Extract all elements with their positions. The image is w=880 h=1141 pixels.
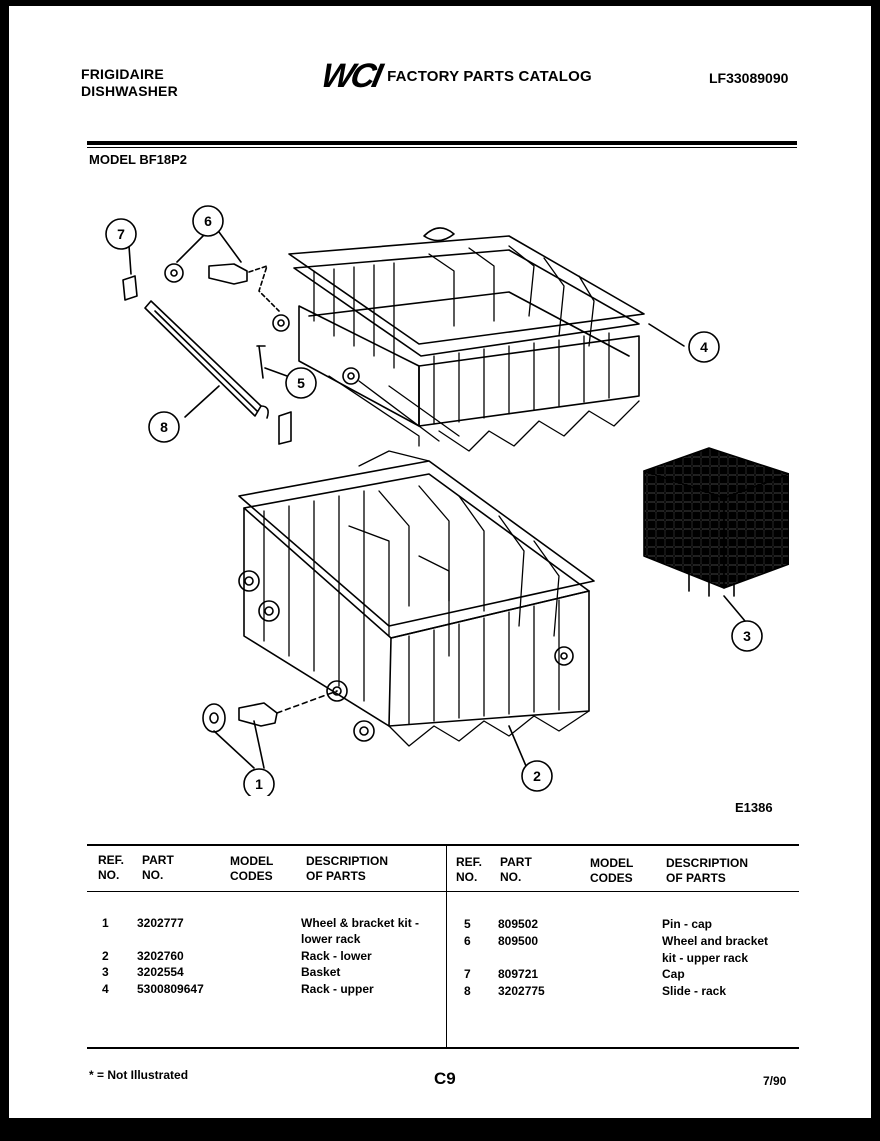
svg-text:4: 4 bbox=[700, 339, 708, 355]
svg-text:2: 2 bbox=[533, 768, 541, 784]
footnote: * = Not Illustrated bbox=[89, 1068, 189, 1082]
callout-2: 2 bbox=[521, 760, 553, 792]
svg-text:1: 1 bbox=[255, 776, 263, 792]
lower-wheel-bracket bbox=[202, 690, 338, 733]
svg-text:3: 3 bbox=[743, 628, 751, 644]
diagram-code: E1386 bbox=[735, 800, 773, 815]
lower-rack bbox=[238, 450, 595, 747]
wci-logo: WCI bbox=[317, 57, 384, 95]
callout-3: 3 bbox=[731, 620, 763, 652]
catalog-title: FACTORY PARTS CATALOG bbox=[387, 67, 592, 85]
table-bottom-rule bbox=[87, 1047, 799, 1049]
exploded-parts-diagram: 1 2 3 4 5 6 7 bbox=[105, 205, 789, 796]
callout-6: 6 bbox=[192, 205, 224, 237]
pin-cap-part bbox=[256, 345, 266, 379]
table-column-divider bbox=[446, 844, 447, 1048]
callout-7: 7 bbox=[105, 218, 137, 250]
callout-5: 5 bbox=[285, 367, 317, 399]
cap-part bbox=[122, 275, 292, 445]
table-top-rule bbox=[87, 844, 799, 846]
upper-wheel-bracket bbox=[164, 263, 280, 312]
rack-slide bbox=[144, 300, 269, 419]
catalog-header: WCI FACTORY PARTS CATALOG bbox=[318, 57, 592, 95]
model-label: MODEL BF18P2 bbox=[89, 152, 188, 167]
callout-4: 4 bbox=[688, 331, 720, 363]
revision-date: 7/90 bbox=[763, 1074, 787, 1088]
catalog-page: FRIGIDAIRE DISHWASHER WCI FACTORY PARTS … bbox=[9, 6, 871, 1118]
callout-1: 1 bbox=[243, 768, 275, 796]
upper-rack bbox=[272, 227, 645, 452]
brand-block: FRIGIDAIRE DISHWASHER bbox=[81, 66, 178, 100]
page-number: C9 bbox=[434, 1069, 456, 1088]
brand-line-1: FRIGIDAIRE bbox=[81, 66, 164, 82]
svg-text:7: 7 bbox=[117, 226, 125, 242]
svg-text:5: 5 bbox=[297, 375, 305, 391]
header-rule-thin bbox=[87, 147, 797, 148]
table-header-rule bbox=[87, 891, 799, 892]
header-rule bbox=[87, 141, 797, 145]
catalog-number: LF33089090 bbox=[709, 70, 789, 86]
brand-line-2: DISHWASHER bbox=[81, 83, 178, 99]
svg-text:6: 6 bbox=[204, 213, 212, 229]
callouts: 1 2 3 4 5 6 7 bbox=[105, 205, 763, 796]
svg-text:8: 8 bbox=[160, 419, 168, 435]
silverware-basket bbox=[643, 447, 789, 597]
header-ref-right: REF.NO. bbox=[456, 855, 483, 884]
header-ref-left: REF.NO. bbox=[98, 853, 125, 882]
callout-8: 8 bbox=[148, 411, 180, 443]
